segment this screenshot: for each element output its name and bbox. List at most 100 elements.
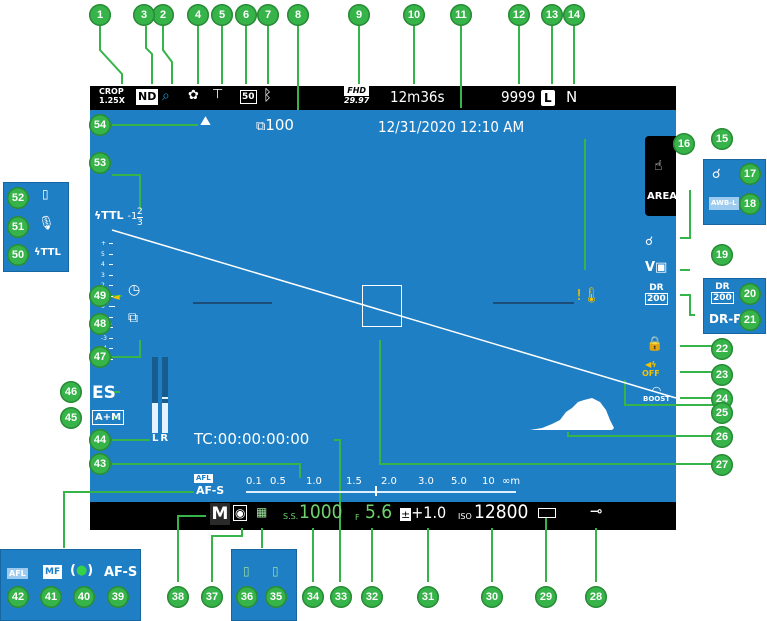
exposure-scale-tick — [109, 285, 113, 286]
dr-value: 200 — [645, 293, 668, 305]
mute-label: OFF — [642, 369, 660, 378]
right-channel: R — [160, 433, 171, 444]
callout-47: 47 — [89, 346, 111, 368]
inset-flash-ttl: ϟTTL — [34, 247, 61, 258]
histogram-graph — [530, 398, 614, 430]
callout-10: 10 — [403, 4, 425, 26]
focus-mode-inset-panel — [0, 549, 141, 621]
exposure-scale-tick — [109, 327, 113, 328]
callout-40: 40 — [73, 586, 95, 608]
crop-indicator: CROP 1.25X — [99, 87, 125, 105]
callout-11: 11 — [450, 4, 472, 26]
distance-mark: ∞m — [502, 476, 521, 487]
bluetooth-icon: ᛒ — [263, 86, 273, 104]
callout-45: 45 — [60, 407, 82, 429]
distance-mark: 5.0 — [451, 476, 467, 487]
afl-indicator: AFL — [194, 474, 213, 483]
flash-comp-fraction: 2 3 — [137, 207, 143, 228]
boost-label: BOOST — [643, 395, 671, 403]
exposure-scale-label: 3 — [101, 271, 105, 279]
af-indicator-icon: (●) — [70, 563, 94, 578]
continuous-icon: ⧉ — [256, 119, 266, 134]
callout-50: 50 — [7, 244, 29, 266]
callout-8: 8 — [287, 4, 309, 26]
callout-6: 6 — [235, 4, 257, 26]
exposure-scale-label: + — [101, 240, 107, 247]
top-info-bar — [90, 86, 676, 110]
callout-7: 7 — [257, 4, 279, 26]
callout-25b: 25 — [711, 402, 733, 424]
ev-value: +1.0 — [411, 503, 447, 522]
exposure-scale-tick — [109, 295, 113, 297]
continuous-shooting: ⧉100 — [256, 116, 294, 134]
callout-22: 22 — [711, 338, 733, 360]
movie-format-indicator: FHD 29.97 — [344, 86, 370, 106]
iso-value: 12800 — [474, 501, 529, 523]
battery-icon — [538, 508, 556, 518]
dr-priority-label: DR-P — [709, 312, 742, 326]
callout-5: 5 — [211, 4, 233, 26]
callout-54: 54 — [89, 114, 111, 136]
ibis-icon: ⊤ — [212, 87, 224, 102]
exposure-scale-tick — [109, 337, 113, 339]
wb-shift-icon: ☌ — [712, 167, 721, 182]
exposure-scale-tick — [109, 358, 113, 360]
aperture-value: 5.6 — [365, 501, 393, 523]
callout-38: 38 — [167, 586, 189, 608]
flash-icon: ϟ — [34, 247, 41, 258]
callout-36: 36 — [236, 586, 258, 608]
callout-4: 4 — [187, 4, 209, 26]
sound-off-indicator: ◀ϟ OFF — [642, 360, 660, 378]
focus-mode-afs: AF-S — [196, 484, 225, 497]
callout-34: 34 — [302, 586, 324, 608]
callout-39: 39 — [107, 586, 129, 608]
callout-30: 30 — [481, 586, 503, 608]
inset-afs-label: AF-S — [104, 565, 138, 580]
callout-48: 48 — [89, 313, 111, 335]
distance-scale: 0.1 0.5 1.0 1.5 2.0 3.0 5.0 10 ∞m — [246, 476, 526, 488]
flash-mode: ϟTTL -1 — [94, 209, 137, 222]
callout-27: 27 — [711, 454, 733, 476]
metering-icon: ◉ — [233, 505, 248, 521]
callout-13: 13 — [541, 4, 563, 26]
ev-icon: ± — [400, 508, 412, 521]
audio-channel-labels: LR — [152, 433, 170, 444]
audio-level-meter — [150, 357, 172, 433]
exposure-compensation: ±+1.0 — [400, 503, 446, 522]
callout-52: 52 — [7, 187, 29, 209]
focus-area-right-icon: ▯ — [272, 564, 279, 578]
callout-42: 42 — [7, 586, 29, 608]
inset-flash-label: TTL — [40, 247, 61, 258]
callout-32: 32 — [361, 586, 383, 608]
exposure-scale-tick — [109, 316, 113, 318]
callout-51: 51 — [7, 216, 29, 238]
self-timer-icon: ◷ — [128, 282, 141, 298]
inset-dr-value: 200 — [711, 292, 734, 304]
af-area-inset-panel — [231, 549, 297, 621]
callout-37: 37 — [201, 586, 223, 608]
mic-icon: 🎙 — [38, 216, 55, 231]
flash-comp-value: -1 — [127, 211, 138, 222]
inset-mf-icon: MF — [43, 565, 63, 579]
fraction-denominator: 3 — [137, 218, 143, 228]
inset-dr-label: DR — [715, 282, 730, 292]
exposure-scale-label: -3 — [101, 334, 107, 342]
callout-53: 53 — [89, 152, 111, 174]
date-time: 12/31/2020 12:10 AM — [378, 118, 525, 136]
f-label: F — [355, 513, 360, 522]
dr-label: DR — [649, 283, 664, 293]
callout-14: 14 — [563, 4, 585, 26]
distance-mark: 0.5 — [270, 476, 286, 487]
exposure-scale-label: 4 — [101, 261, 105, 268]
distance-mark: 10 — [482, 476, 495, 487]
callout-41: 41 — [40, 586, 62, 608]
boost-indicator: ◠ BOOST — [643, 385, 671, 404]
ss-label: S.S. — [283, 512, 299, 521]
distance-mark: 1.0 — [306, 476, 322, 487]
callout-12: 12 — [508, 4, 530, 26]
callout-35: 35 — [265, 586, 287, 608]
speaker-icon: ◀ϟ — [645, 360, 657, 369]
callout-33: 33 — [330, 586, 352, 608]
shutter-value: 1000 — [299, 501, 343, 523]
continuous-value: 100 — [265, 116, 294, 134]
